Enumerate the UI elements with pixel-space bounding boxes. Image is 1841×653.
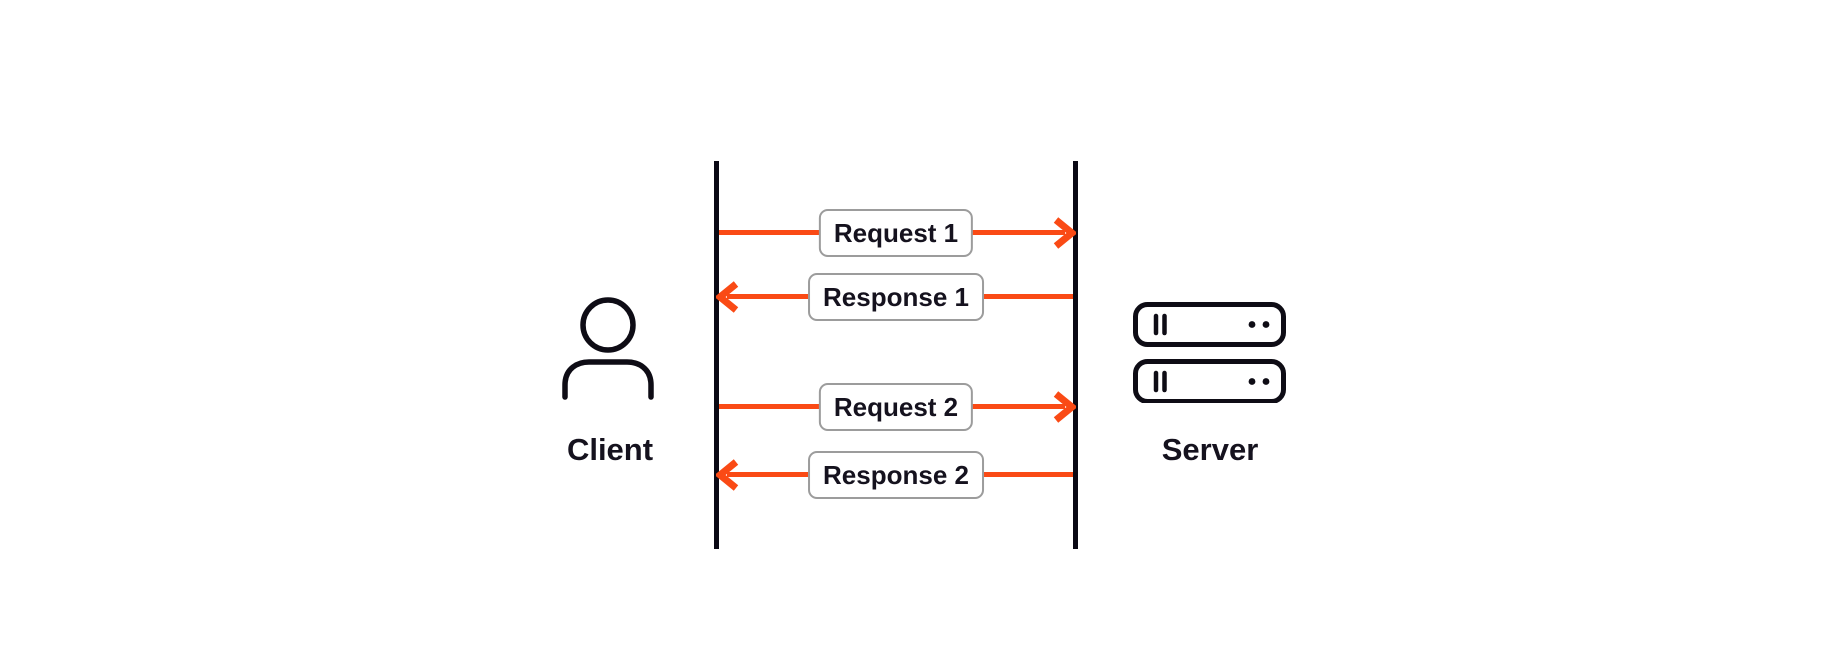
message-request-1: Request 1 [719,209,1076,257]
message-label: Request 2 [818,383,974,431]
message-label: Response 1 [808,273,984,321]
message-request-2: Request 2 [719,383,1076,431]
message-response-1: Response 1 [716,273,1073,321]
client-label: Client [566,432,654,467]
arrow-right-icon [1053,217,1076,249]
message-label: Request 1 [818,209,974,257]
server-icon [1132,301,1287,403]
server-label: Server [1161,432,1259,467]
client-lifeline [714,161,719,549]
message-label: Response 2 [808,451,984,499]
arrow-left-icon [716,459,739,491]
server-lifeline [1073,161,1078,549]
arrow-right-icon [1053,391,1076,423]
user-icon [559,296,659,400]
message-response-2: Response 2 [716,451,1073,499]
arrow-left-icon [716,281,739,313]
